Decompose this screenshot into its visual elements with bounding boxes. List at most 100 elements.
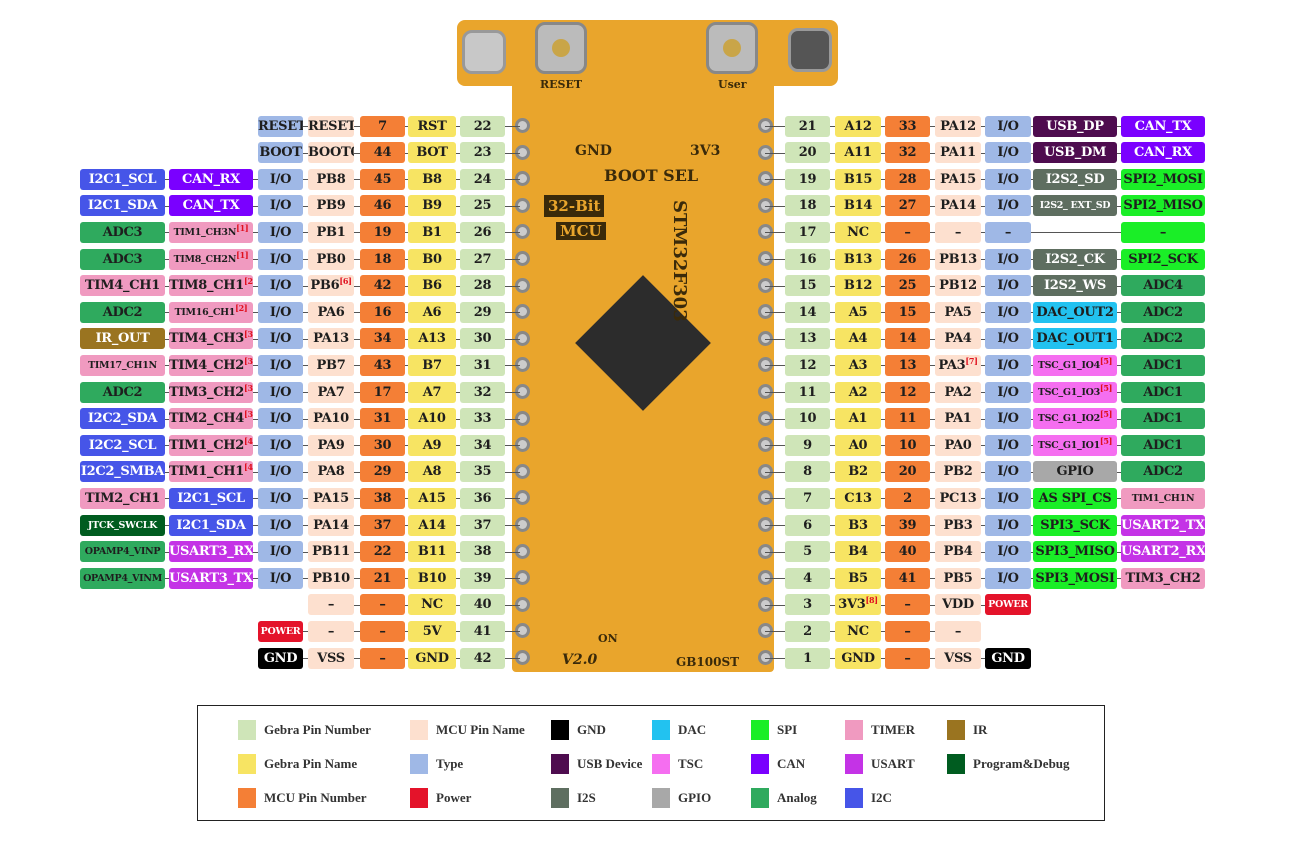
- type-text: I/O: [269, 251, 292, 267]
- alt1-text: USART3_TX: [169, 570, 253, 586]
- left-pin-gnum: 42: [460, 647, 505, 669]
- alt1-text: I2C1_SCL: [177, 490, 245, 506]
- left-pin-gname: A7: [408, 381, 456, 403]
- mounting-hole-right: [788, 28, 832, 72]
- legend-swatch: [410, 754, 428, 774]
- right-pin-gname: B2: [835, 461, 881, 483]
- mname-text: –: [954, 623, 962, 639]
- mname-text: PB7: [316, 357, 346, 373]
- mnum-text: 29: [373, 464, 392, 480]
- alt2-text: I2C2_SMBA: [80, 464, 165, 480]
- alt2-text: TIM3_CH2: [1125, 570, 1201, 586]
- header-pin-hole: [758, 437, 773, 453]
- gnum-text: 30: [473, 331, 492, 347]
- legend-swatch: [551, 754, 569, 774]
- gname-text: B12: [843, 278, 873, 294]
- left-pin-gnum: 41: [460, 620, 505, 642]
- right-pin-alt1: TSC_G1_IO4[5]: [1033, 354, 1117, 376]
- left-pin-gnum: 30: [460, 328, 505, 350]
- alt1-text: SPI3_SCK: [1040, 517, 1110, 533]
- alt2-text: SPI2_SCK: [1128, 251, 1198, 267]
- right-pin-type: I/O: [985, 381, 1031, 403]
- gnum-text: 4: [803, 570, 812, 586]
- type-text: I/O: [269, 384, 292, 400]
- type-text: I/O: [997, 570, 1019, 586]
- left-pin-type: I/O: [258, 328, 303, 350]
- right-pin-gnum: 7: [785, 487, 830, 509]
- alt1-text: TIM4_CH2: [169, 357, 244, 373]
- type-text: GND: [991, 650, 1025, 666]
- gname-text: A5: [848, 304, 868, 320]
- mname-text: PA5: [944, 304, 972, 320]
- left-pin-alt2: ADC2: [80, 381, 165, 403]
- gname-text: B8: [422, 171, 442, 187]
- header-pin-hole: [758, 410, 773, 426]
- right-pin-gname: B12: [835, 275, 881, 297]
- gname-text: A0: [848, 437, 868, 453]
- right-pin-type: I/O: [985, 195, 1031, 217]
- gnum-text: 12: [798, 357, 817, 373]
- right-pin-gname: A11: [835, 142, 881, 164]
- right-pin-gnum: 8: [785, 461, 830, 483]
- right-pin-gnum: 19: [785, 168, 830, 190]
- legend-label: GPIO: [678, 790, 712, 805]
- mnum-text: 42: [373, 278, 392, 294]
- alt2-text: ADC2: [1143, 464, 1183, 480]
- gname-text: B6: [422, 278, 442, 294]
- right-pin-alt1: TSC_G1_IO1[5]: [1033, 434, 1117, 456]
- left-pin-alt2: TIM2_CH1: [80, 487, 165, 509]
- right-pin-type: I/O: [985, 487, 1031, 509]
- legend-label: CAN: [777, 756, 806, 771]
- left-pin-mname: RESET: [308, 115, 354, 137]
- legend-swatch: [652, 754, 670, 774]
- gname-text: B11: [417, 544, 447, 560]
- mname-text: PA1: [944, 411, 972, 427]
- right-pin-type: I/O: [985, 567, 1031, 589]
- header-pin-hole: [515, 251, 530, 266]
- gnum-text: 24: [473, 171, 492, 187]
- mname-text: PA6: [317, 304, 345, 320]
- left-pin-alt2: I2C2_SMBA: [80, 461, 165, 483]
- reset-button-icon: [535, 22, 587, 74]
- legend-label: SPI: [777, 722, 798, 737]
- mnum-text: –: [904, 623, 911, 639]
- alt1-text: TIM1_CH1: [169, 464, 244, 480]
- mnum-text: 38: [373, 490, 392, 506]
- left-pin-mname: PB8: [308, 168, 354, 190]
- mname-text: PA0: [944, 437, 972, 453]
- left-pin-mnum: 17: [360, 381, 405, 403]
- right-pin-gnum: 18: [785, 195, 830, 217]
- alt2-text: ADC3: [102, 251, 143, 267]
- left-pin-mname: PA7: [308, 381, 354, 403]
- alt2-text: I2C1_SDA: [87, 198, 158, 214]
- mnum-text: 10: [898, 437, 917, 453]
- left-pin-mnum: 37: [360, 514, 405, 536]
- gnum-text: 17: [798, 224, 817, 240]
- header-pin-hole: [758, 570, 773, 586]
- footnote-marker: [3]: [243, 355, 253, 366]
- type-text: I/O: [997, 464, 1019, 480]
- right-pin-type: I/O: [985, 541, 1031, 563]
- alt1-text: CAN_TX: [182, 198, 240, 214]
- left-pin-gnum: 26: [460, 221, 505, 243]
- mname-text: PA8: [317, 464, 345, 480]
- right-pin-alt2: ADC2: [1121, 301, 1205, 323]
- left-pin-mname: –: [308, 620, 354, 642]
- alt2-text: IR_OUT: [95, 331, 150, 347]
- right-pin-mnum: 27: [885, 195, 930, 217]
- left-pin-gname: B0: [408, 248, 456, 270]
- type-text: I/O: [269, 490, 292, 506]
- right-pin-alt1: SPI3_MOSI: [1033, 567, 1117, 589]
- left-pin-alt2: I2C1_SCL: [80, 168, 165, 190]
- legend-swatch: [238, 720, 256, 740]
- footnote-marker: [3]: [243, 409, 253, 420]
- left-pin-gnum: 38: [460, 541, 505, 563]
- mname-text: PA3: [938, 357, 966, 373]
- left-pin-gname: NC: [408, 594, 456, 616]
- right-pin-alt2: SPI2_SCK: [1121, 248, 1205, 270]
- left-pin-type: I/O: [258, 381, 303, 403]
- type-text: I/O: [269, 224, 292, 240]
- left-pin-gname: A13: [408, 328, 456, 350]
- header-pin-hole: [758, 357, 773, 373]
- left-pin-alt2: ADC3: [80, 248, 165, 270]
